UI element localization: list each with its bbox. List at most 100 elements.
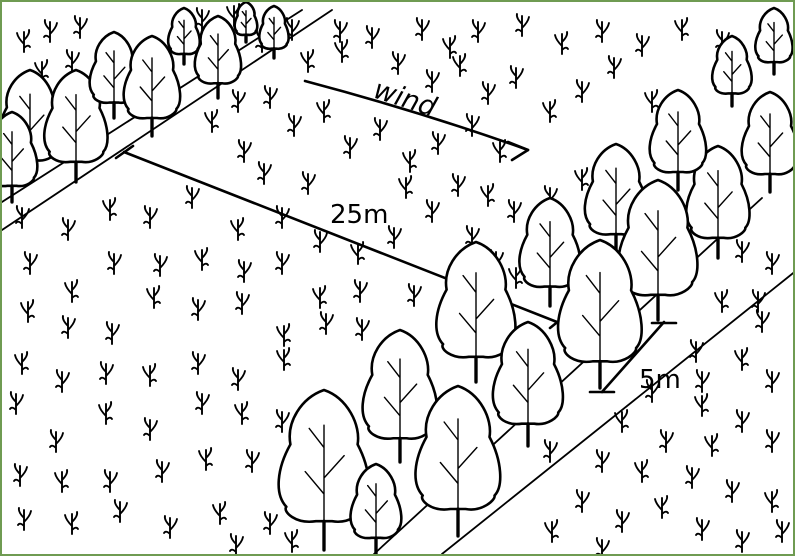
crop-seedling-icon <box>399 176 412 198</box>
crop-seedling-icon <box>736 240 749 262</box>
crop-seedling-icon <box>452 174 465 196</box>
crop-seedling-icon <box>715 290 728 312</box>
crop-seedling-icon <box>276 410 289 432</box>
crop-seedling-icon <box>18 508 31 530</box>
crop-seedling-icon <box>186 186 199 208</box>
crop-seedling-icon <box>232 368 245 390</box>
tree-spacing-label: 5m <box>639 365 681 395</box>
upper-tree-row <box>2 2 289 202</box>
crop-seedling-icon <box>106 322 119 344</box>
crop-seedling-icon <box>238 260 251 282</box>
crop-seedling-icon <box>443 36 456 58</box>
crop-seedling-icon <box>320 312 333 334</box>
crop-seedling-icon <box>675 18 688 40</box>
crop-seedling-icon <box>756 310 769 332</box>
crop-seedling-icon <box>472 20 485 42</box>
crop-seedling-icon <box>453 54 466 76</box>
crop-seedling-icon <box>66 50 79 72</box>
crop-seedling-icon <box>232 90 245 112</box>
tree-icon <box>742 92 793 192</box>
crop-seedling-icon <box>195 248 208 270</box>
crop-seedling-icon <box>544 440 557 462</box>
crop-seedling-icon <box>301 50 314 72</box>
crop-seedling-icon <box>154 254 167 276</box>
crop-seedling-icon <box>10 392 23 414</box>
crop-seedling-icon <box>65 280 78 302</box>
tree-icon <box>259 6 288 58</box>
crop-seedling-icon <box>44 20 57 42</box>
crop-seedling-icon <box>660 430 673 452</box>
crop-seedling-icon <box>74 16 87 38</box>
crop-seedling-icon <box>392 52 405 74</box>
crop-seedling-icon <box>374 118 387 140</box>
crop-seedling-icon <box>62 218 75 240</box>
crop-seedling-icon <box>108 252 121 274</box>
crop-seedling-icon <box>416 18 429 40</box>
crop-seedling-icon <box>24 252 37 274</box>
crop-seedling-icon <box>736 410 749 432</box>
crop-seedling-icon <box>62 316 75 338</box>
crop-seedling-icon <box>313 286 326 308</box>
crop-seedling-icon <box>543 100 556 122</box>
crop-seedling-icon <box>510 66 523 88</box>
crop-seedling-icon <box>735 348 748 370</box>
crop-seedling-icon <box>508 200 521 222</box>
crop-seedling-icon <box>104 470 117 492</box>
crop-seedling-icon <box>276 252 289 274</box>
crop-seedling-icon <box>335 40 348 62</box>
crop-seedling-icon <box>205 110 218 132</box>
crop-seedling-icon <box>616 510 629 532</box>
crop-seedling-icon <box>302 172 315 194</box>
crop-seedling-icon <box>596 538 609 554</box>
crop-seedling-icon <box>388 226 401 248</box>
crop-seedling-icon <box>575 168 588 190</box>
crop-seedling-icon <box>645 90 658 112</box>
crop-seedling-icon <box>366 26 379 48</box>
row-distance-label: 25m <box>330 200 388 230</box>
crop-seedling-icon <box>344 136 357 158</box>
crop-seedling-icon <box>147 286 160 308</box>
crop-seedling-icon <box>432 132 445 154</box>
crop-seedling-icon <box>164 516 177 538</box>
crop-seedling-icon <box>277 324 290 346</box>
crop-seedling-icon <box>277 348 290 370</box>
crop-seedling-icon <box>65 512 78 534</box>
crop-seedling-icon <box>426 70 439 92</box>
crop-seedling-icon <box>144 206 157 228</box>
crop-seedling-icon <box>356 318 369 340</box>
crop-seedling-icon <box>235 402 248 424</box>
crop-seedling-icon <box>144 418 157 440</box>
crop-seedling-icon <box>143 364 156 386</box>
crop-seedling-icon <box>736 530 749 552</box>
crop-seedling-icon <box>576 490 589 512</box>
crop-seedling-icon <box>114 500 127 522</box>
crop-seedling-icon <box>100 362 113 384</box>
crop-seedling-icon <box>213 502 226 524</box>
crop-seedling-icon <box>334 20 347 42</box>
crop-seedling-icon <box>56 370 69 392</box>
crop-seedling-icon <box>636 34 649 56</box>
crop-seedling-icon <box>238 140 251 162</box>
crop-seedling-icon <box>426 200 439 222</box>
crop-seedling-icon <box>55 470 68 492</box>
crop-seedling-icon <box>199 448 212 470</box>
crop-seedling-icon <box>766 370 779 392</box>
crop-seedling-icon <box>236 292 249 314</box>
tree-icon <box>235 2 258 42</box>
tree-icon <box>755 8 792 74</box>
crop-seedling-icon <box>696 370 709 392</box>
crop-seedling-icon <box>776 520 789 542</box>
crop-seedling-icon <box>765 490 778 512</box>
crop-seedling-icon <box>317 100 330 122</box>
crop-seedling-icon <box>17 30 30 52</box>
crop-seedling-icon <box>726 480 739 502</box>
crop-seedling-icon <box>686 466 699 488</box>
crop-seedling-icon <box>264 512 277 534</box>
crop-seedling-icon <box>285 530 298 552</box>
crop-seedling-icon <box>21 300 34 322</box>
crop-seedling-icon <box>103 198 116 220</box>
crop-seedling-icon <box>576 80 589 102</box>
crop-seedling-icon <box>766 430 779 452</box>
crop-seedling-icon <box>408 284 421 306</box>
